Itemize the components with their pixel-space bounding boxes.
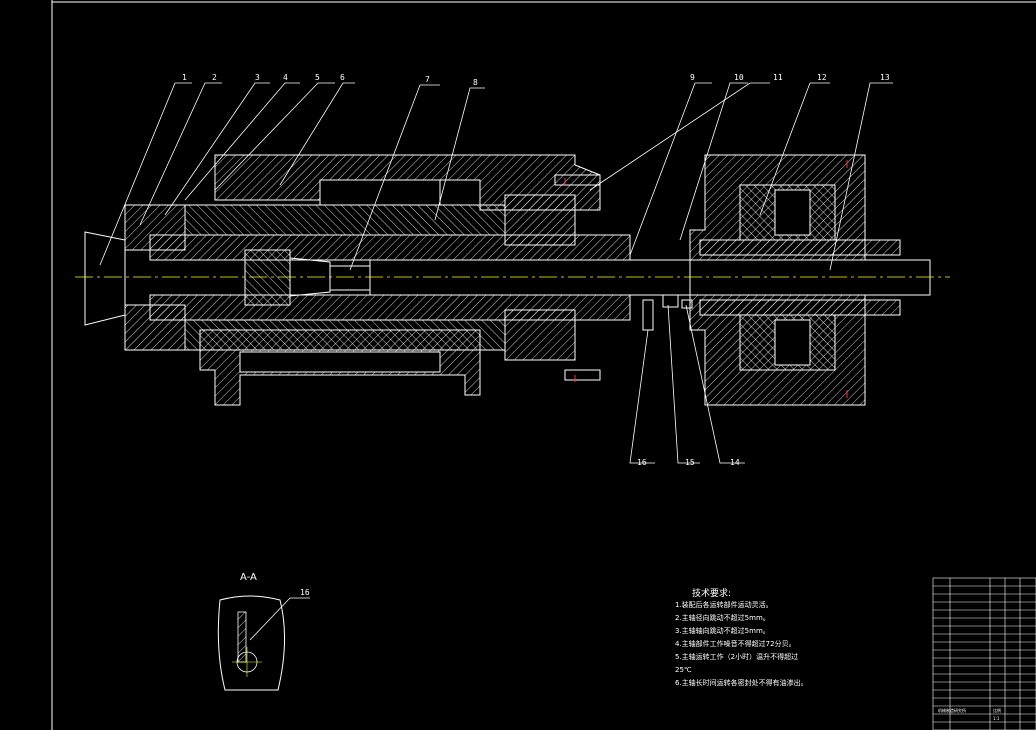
title-block-cell: 1:1 bbox=[993, 716, 1000, 721]
part-label: 6 bbox=[340, 73, 345, 82]
tech-req-line: 25℃ bbox=[675, 666, 692, 674]
tech-req-line: 2.主轴径向跳动不超过5mm。 bbox=[675, 613, 770, 622]
inner-spindle-bottom bbox=[149, 294, 631, 321]
section-label: 16 bbox=[300, 588, 310, 597]
bom-rows bbox=[933, 585, 1036, 723]
rear-shaft-bore-bottom bbox=[699, 299, 901, 316]
title-block-name: 机械制造研究所 bbox=[938, 707, 966, 713]
title-block bbox=[932, 577, 1036, 730]
spindle-assembly bbox=[84, 154, 931, 406]
part-label: 11 bbox=[773, 73, 783, 82]
rear-shaft-bore bbox=[699, 239, 901, 256]
part-label: 14 bbox=[730, 458, 740, 467]
section-slot bbox=[237, 611, 247, 663]
housing-pocket bbox=[319, 179, 441, 206]
tech-req-line: 4.主轴部件工作噪音不得超过72分贝。 bbox=[675, 639, 796, 648]
drawing-frame bbox=[51, 0, 1036, 730]
part-label: 15 bbox=[685, 458, 695, 467]
sensor-15 bbox=[662, 294, 679, 308]
mid-block-bottom bbox=[504, 309, 576, 361]
part-label: 8 bbox=[473, 78, 478, 87]
tech-req-line: 5.主轴运转工作（2小时）温升不得超过 bbox=[675, 652, 798, 661]
tech-req-line: 3.主轴轴向跳动不超过5mm。 bbox=[675, 626, 770, 635]
bolt-bottom bbox=[564, 369, 601, 381]
part-label: 13 bbox=[880, 73, 890, 82]
housing-bottom-slot bbox=[239, 351, 441, 373]
bolt-top bbox=[554, 174, 601, 186]
part-label: 1 bbox=[182, 73, 187, 82]
title-block-text: 机械制造研究所 比例 1:1 bbox=[938, 707, 1001, 721]
part-label: 3 bbox=[255, 73, 260, 82]
title-block-cell: 比例 bbox=[993, 707, 1001, 713]
part-label: 16 bbox=[637, 458, 647, 467]
part-label: 7 bbox=[425, 75, 430, 84]
red-details bbox=[564, 160, 848, 398]
section-title: A-A bbox=[240, 572, 257, 583]
tool-taper bbox=[84, 231, 126, 326]
collet-jaws bbox=[289, 257, 331, 297]
part-label: 5 bbox=[315, 73, 320, 82]
collet-pin bbox=[329, 265, 371, 291]
tech-req-line: 1.装配后各运转部件运动灵活。 bbox=[675, 600, 773, 609]
leader-lines bbox=[99, 82, 893, 464]
rear-shaft bbox=[689, 259, 931, 296]
section-view-aa: A-A 16 bbox=[217, 572, 310, 691]
part-label: 9 bbox=[690, 73, 695, 82]
sensor-16 bbox=[642, 299, 654, 331]
spindle-sleeve-top bbox=[184, 204, 506, 236]
rear-bearing-inner-bottom bbox=[774, 319, 811, 366]
section-outline bbox=[217, 595, 285, 691]
mid-block-top bbox=[504, 194, 576, 246]
part-numbers: 1 2 3 4 5 6 7 8 9 10 11 12 13 14 15 16 bbox=[182, 73, 890, 467]
technical-requirements: 技术要求: 1.装配后各运转部件运动灵活。 2.主轴径向跳动不超过5mm。 3.… bbox=[675, 587, 808, 687]
collet bbox=[244, 249, 291, 306]
part-label: 10 bbox=[734, 73, 744, 82]
spindle-sleeve-bottom bbox=[184, 319, 506, 351]
drawbar bbox=[369, 259, 691, 296]
part-label: 12 bbox=[817, 73, 827, 82]
part-label: 4 bbox=[283, 73, 288, 82]
tech-req-line: 6.主轴长时间运转各密封处不得有油渗出。 bbox=[675, 678, 808, 687]
tech-req-title: 技术要求: bbox=[692, 587, 731, 599]
rear-bearing-inner-top bbox=[774, 189, 811, 236]
part-label: 2 bbox=[212, 73, 217, 82]
